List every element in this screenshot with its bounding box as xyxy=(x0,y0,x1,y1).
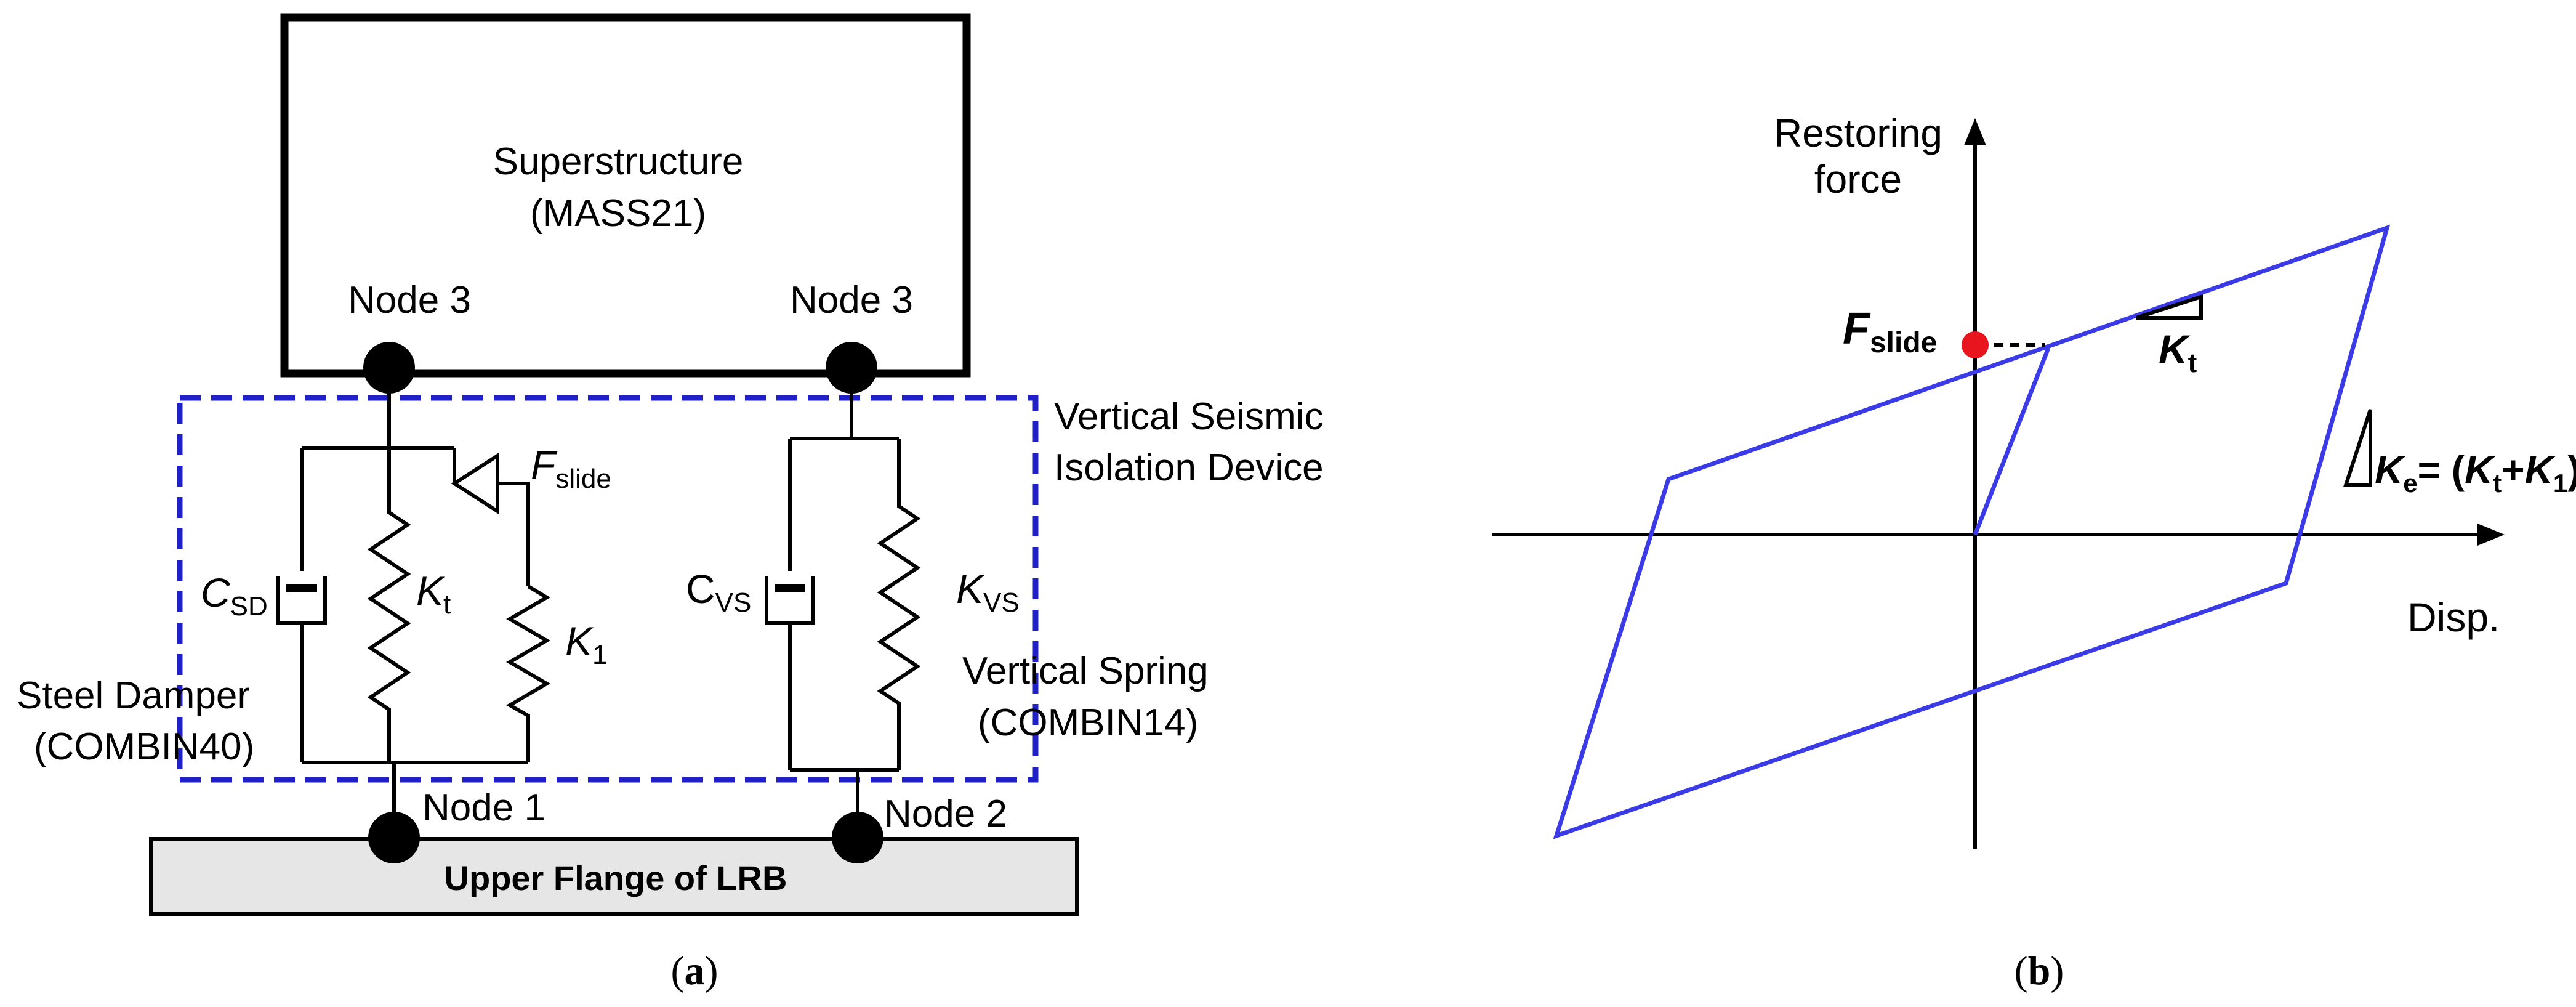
ke-label: Ke= (Kt+K1) xyxy=(2375,448,2576,498)
superstructure-element: (MASS21) xyxy=(530,192,706,235)
node3-left-label: Node 3 xyxy=(348,279,471,322)
flange-label: Upper Flange of LRB xyxy=(445,859,787,897)
panel-b: Restoring force Disp. Fslide Kt Ke= (Kt+… xyxy=(1492,111,2576,993)
x-axis-label: Disp. xyxy=(2407,594,2500,640)
ke-slope-triangle xyxy=(2343,409,2372,487)
k-1-label: K1 xyxy=(565,618,608,670)
c-sd-label: CSD xyxy=(201,570,268,621)
caption-a: (a) xyxy=(671,948,718,993)
node2-label: Node 2 xyxy=(884,793,1007,835)
node1-marker xyxy=(368,812,420,863)
kt-label: Kt xyxy=(2159,326,2197,378)
caption-b: (b) xyxy=(2015,948,2064,993)
kt-spring xyxy=(367,448,411,762)
k-t-label: Kt xyxy=(416,568,451,620)
lrb-upper-flange xyxy=(149,837,1079,916)
c-vs-label: CVS xyxy=(686,566,751,618)
superstructure-title: Superstructure xyxy=(493,140,744,183)
device-title-line2: Isolation Device xyxy=(1054,447,1324,489)
f-slide-label-b: Fslide xyxy=(1843,304,1937,359)
node3-left-marker xyxy=(363,342,415,394)
steel-damper-line2: (COMBIN40) xyxy=(34,726,254,768)
k-vs-label: KVS xyxy=(956,566,1020,618)
f-slide-marker xyxy=(1962,331,1989,358)
y-axis-label-line1: Restoring xyxy=(1774,111,1942,155)
k1-spring xyxy=(505,584,550,762)
node1-label: Node 1 xyxy=(422,787,545,829)
f-slide-label: Fslide xyxy=(531,442,611,494)
superstructure-box xyxy=(280,13,971,378)
node2-marker xyxy=(832,812,883,863)
vs-dashpot xyxy=(765,576,815,625)
steel-damper-line1: Steel Damper xyxy=(17,674,250,717)
y-axis-arrowhead xyxy=(1964,118,1986,145)
initial-loading-branch xyxy=(1973,347,2051,536)
node3-right-label: Node 3 xyxy=(790,279,913,322)
device-title-line1: Vertical Seismic xyxy=(1054,395,1324,438)
friction-slider-icon xyxy=(451,452,499,515)
node3-right-marker xyxy=(826,342,877,394)
panel-a: Superstructure (MASS21) Node 3 Node 3 Ve… xyxy=(17,13,1324,993)
hysteresis-loop xyxy=(1553,224,2391,839)
kvs-spring xyxy=(877,439,921,770)
x-axis-arrowhead xyxy=(2477,524,2505,546)
steel-damper-dashpot xyxy=(276,576,327,625)
isolation-device-boundary xyxy=(177,395,1039,783)
slider-link xyxy=(497,482,530,586)
vertical-spring-line2: (COMBIN14) xyxy=(978,702,1198,744)
kt-slope-triangle xyxy=(2136,294,2203,320)
vertical-spring-line1: Vertical Spring xyxy=(962,650,1209,692)
y-axis-label-line2: force xyxy=(1814,157,1902,201)
